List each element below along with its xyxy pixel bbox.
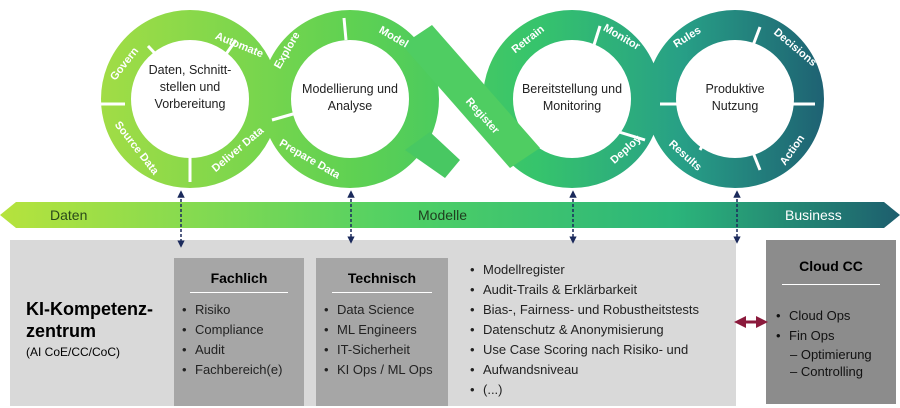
list-item: Compliance	[182, 320, 282, 340]
technisch-list: Data Science ML Engineers IT-Sicherheit …	[324, 300, 433, 380]
cloud-rule	[782, 284, 880, 285]
list-item: Fin Ops	[776, 326, 850, 346]
list-item: KI Ops / ML Ops	[324, 360, 433, 380]
technisch-panel: Technisch Data Science ML Engineers IT-S…	[316, 258, 448, 406]
list-item: ML Engineers	[324, 320, 433, 340]
center-label-line: Monitoring	[543, 99, 601, 113]
list-item: Use Case Scoring nach Risiko- und	[470, 340, 699, 360]
fachlich-panel: Fachlich Risiko Compliance Audit Fachber…	[174, 258, 304, 406]
kc-title-line2: zentrum	[26, 321, 97, 341]
center-label-line: Vorbereitung	[155, 97, 226, 111]
band-label-business: Business	[785, 207, 842, 223]
list-item: Data Science	[324, 300, 433, 320]
kc-subtitle: (AI CoE/CC/CoC)	[26, 345, 121, 359]
fachlich-rule	[190, 292, 288, 293]
center-label-line: Analyse	[328, 99, 373, 113]
list-item-continuation: Aufwandsniveau	[470, 360, 699, 380]
center-label-line: Bereitstellung und	[522, 82, 622, 96]
ring-right	[646, 10, 824, 188]
list-item: Bias-, Fairness- und Robustheitstests	[470, 300, 699, 320]
cloud-panel: Cloud CC Cloud Ops Fin Ops – Optimierung…	[766, 240, 896, 404]
topics-list: Modellregister Audit-Trails & Erklärbark…	[470, 260, 699, 400]
sub-item: – Controlling	[790, 364, 863, 379]
band-label-daten: Daten	[50, 207, 87, 223]
cloud-sub-list: – Optimierung – Controlling	[790, 346, 872, 380]
technisch-title: Technisch	[347, 270, 417, 286]
list-item: Fachbereich(e)	[182, 360, 282, 380]
daten-business-band	[0, 202, 900, 228]
crossing-band	[402, 25, 540, 168]
technisch-rule	[332, 292, 432, 293]
list-item: Audit	[182, 340, 282, 360]
sub-item: – Optimierung	[790, 347, 872, 362]
ring-middle-left	[261, 10, 439, 188]
crossing-band-back	[405, 132, 460, 178]
list-item: Cloud Ops	[776, 306, 850, 326]
list-item: Modellregister	[470, 260, 699, 280]
cloud-title: Cloud CC	[799, 258, 863, 274]
list-item: Audit-Trails & Erklärbarkeit	[470, 280, 699, 300]
loop-rings	[95, 10, 824, 188]
cloud-list: Cloud Ops Fin Ops	[776, 306, 850, 346]
center-label-line: stellen und	[160, 80, 221, 94]
center-label-line: Modellierung und	[302, 82, 398, 96]
band-label-modelle: Modelle	[418, 207, 467, 223]
list-item: (...)	[470, 380, 699, 400]
kc-title: KI-Kompetenz- zentrum	[26, 298, 153, 342]
center-label-line: Nutzung	[712, 99, 759, 113]
fachlich-title: Fachlich	[210, 270, 268, 286]
center-label-line: Daten, Schnitt-	[149, 63, 232, 77]
connectors	[177, 190, 741, 248]
center-label-line: Produktive	[705, 82, 764, 96]
kc-title-line1: KI-Kompetenz-	[26, 299, 153, 319]
list-item: Datenschutz & Anonymisierung	[470, 320, 699, 340]
list-item: IT-Sicherheit	[324, 340, 433, 360]
list-item: Risiko	[182, 300, 282, 320]
fachlich-list: Risiko Compliance Audit Fachbereich(e)	[182, 300, 282, 380]
